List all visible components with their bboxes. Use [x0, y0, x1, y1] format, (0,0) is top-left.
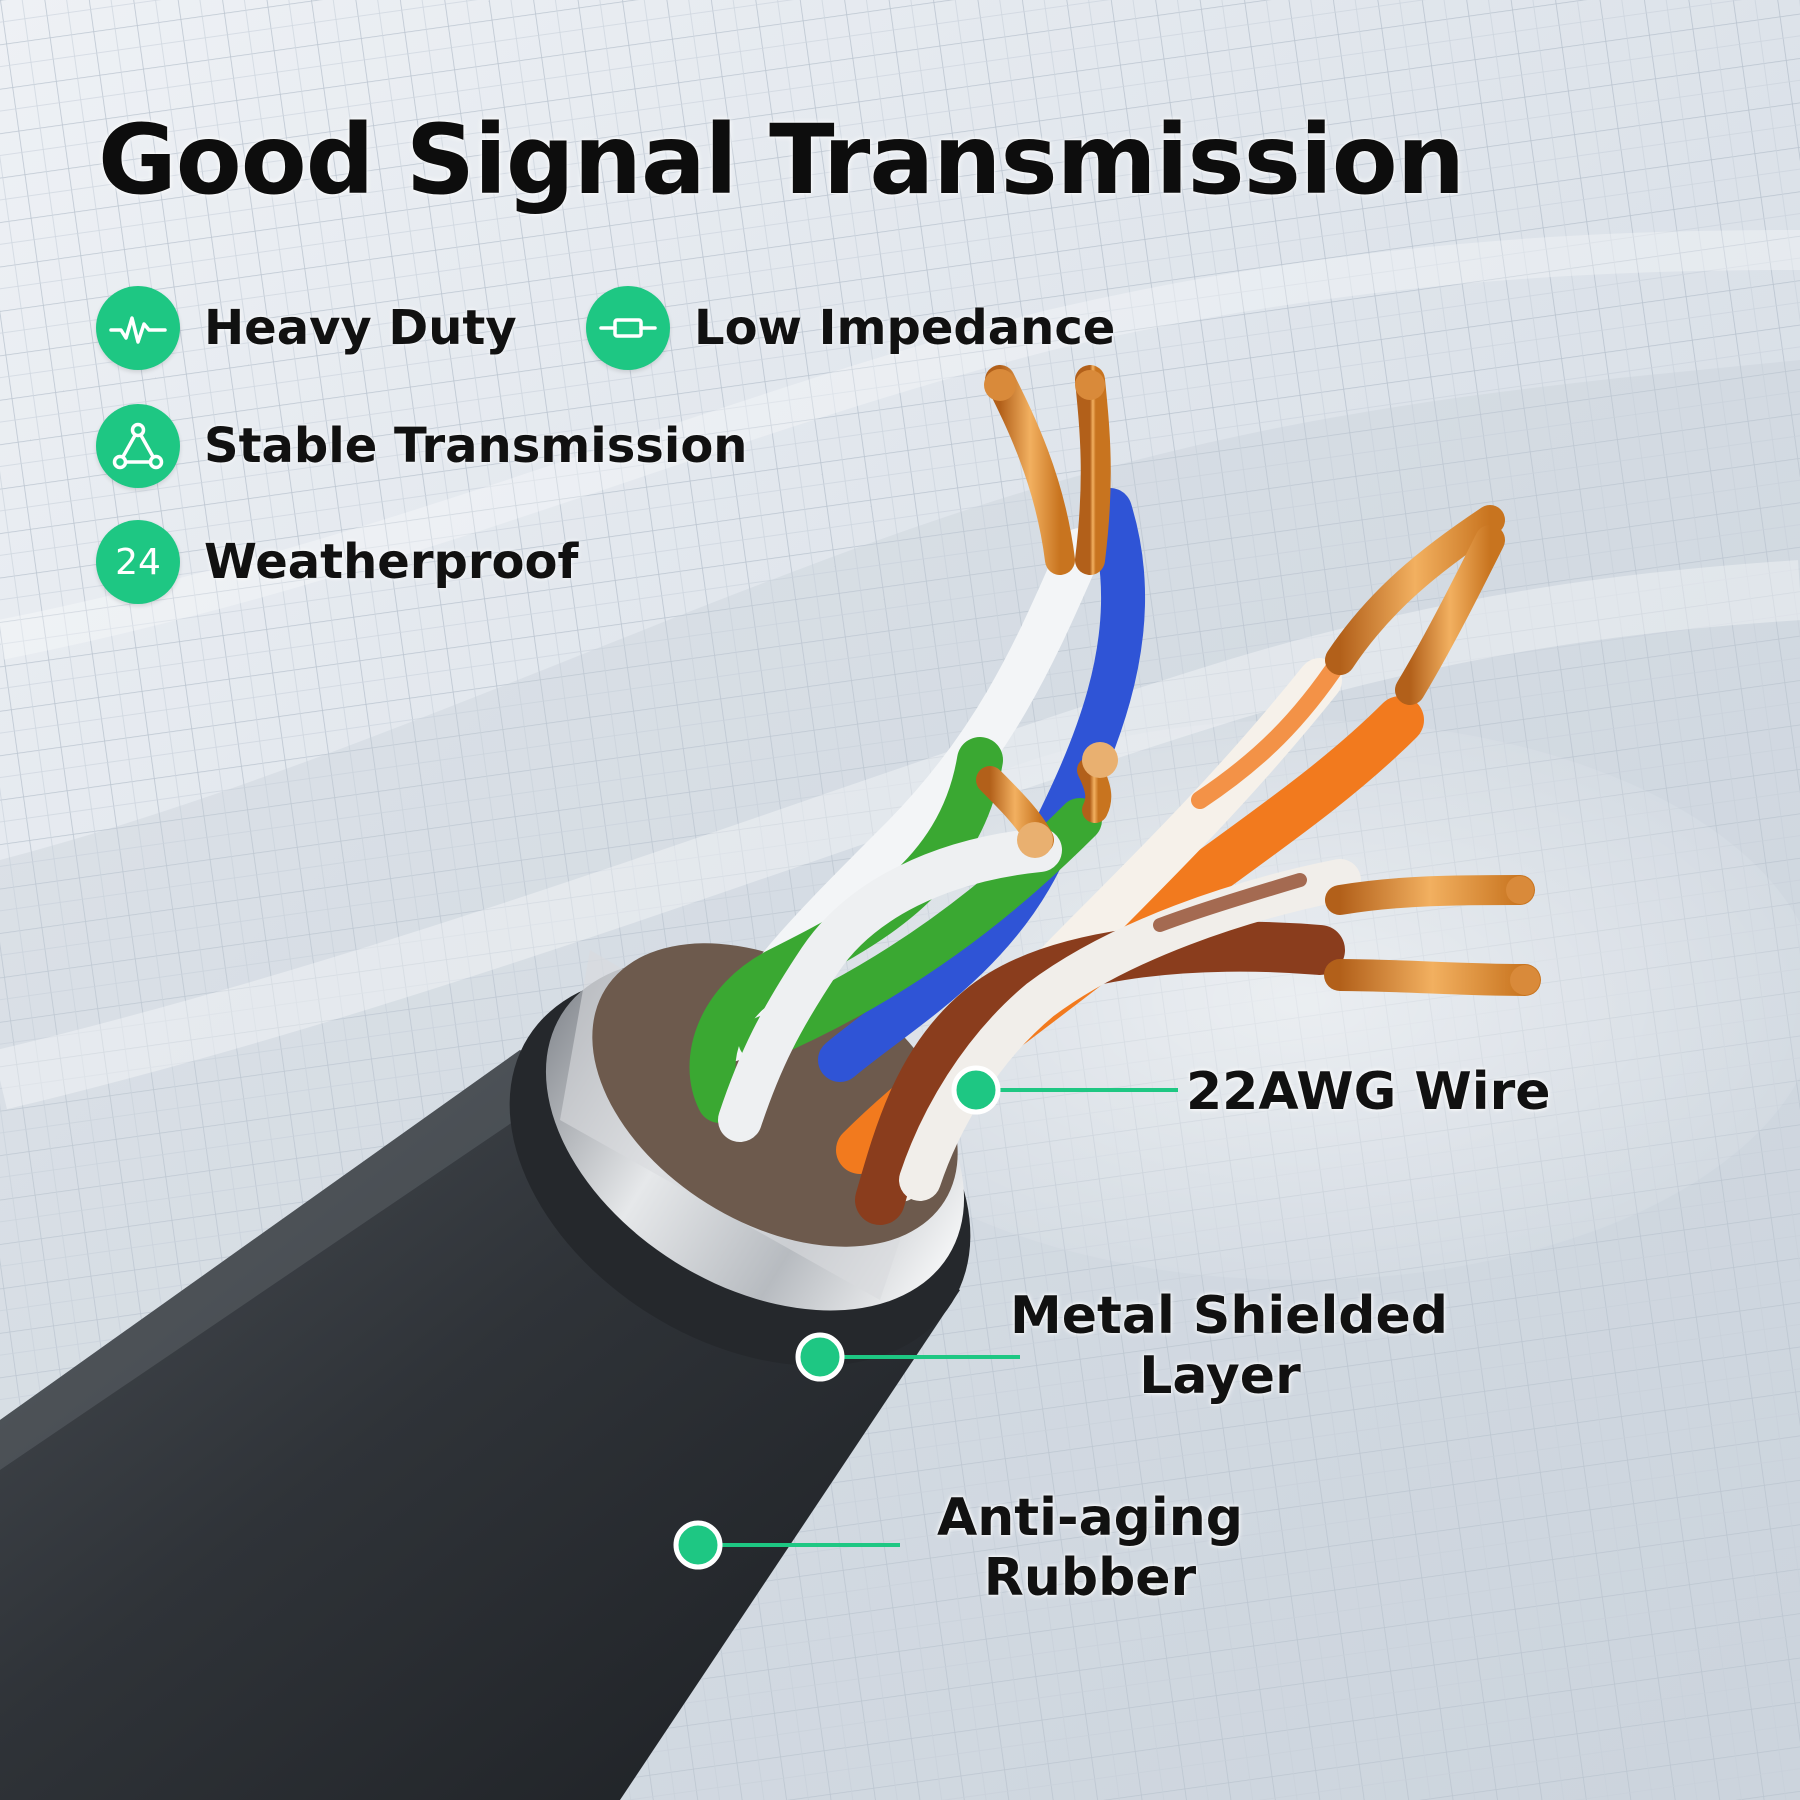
feature-label: Stable Transmission — [204, 418, 748, 474]
feature-label: Heavy Duty — [204, 300, 517, 356]
feature-heavy-duty: Heavy Duty — [96, 286, 517, 370]
callout-shield-line1: Metal Shielded — [1010, 1286, 1448, 1346]
callout-jacket-line1: Anti-aging — [937, 1488, 1243, 1548]
page-title: Good Signal Transmission — [98, 104, 1465, 216]
callout-wire-label: 22AWG Wire — [1186, 1062, 1551, 1122]
triangle-nodes-icon — [96, 404, 180, 488]
callout-wire-gauge: 22AWG Wire — [1186, 1062, 1551, 1122]
feature-stable-transmission: Stable Transmission — [96, 404, 747, 488]
feature-label: Low Impedance — [694, 300, 1116, 356]
callout-metal-shield: Metal Shielded Layer — [1010, 1286, 1448, 1406]
callout-anti-aging-rubber: Anti-aging Rubber — [920, 1488, 1260, 1608]
callout-shield-line2: Layer — [1139, 1346, 1301, 1406]
number-badge-icon: 24 — [96, 520, 180, 604]
feature-weatherproof: 24 Weatherproof — [96, 520, 578, 604]
resistor-icon — [586, 286, 670, 370]
feature-low-impedance: Low Impedance — [586, 286, 1115, 370]
heartbeat-icon — [96, 286, 180, 370]
feature-label: Weatherproof — [204, 534, 579, 590]
callout-jacket-line2: Rubber — [983, 1548, 1197, 1608]
badge-number: 24 — [115, 541, 161, 583]
